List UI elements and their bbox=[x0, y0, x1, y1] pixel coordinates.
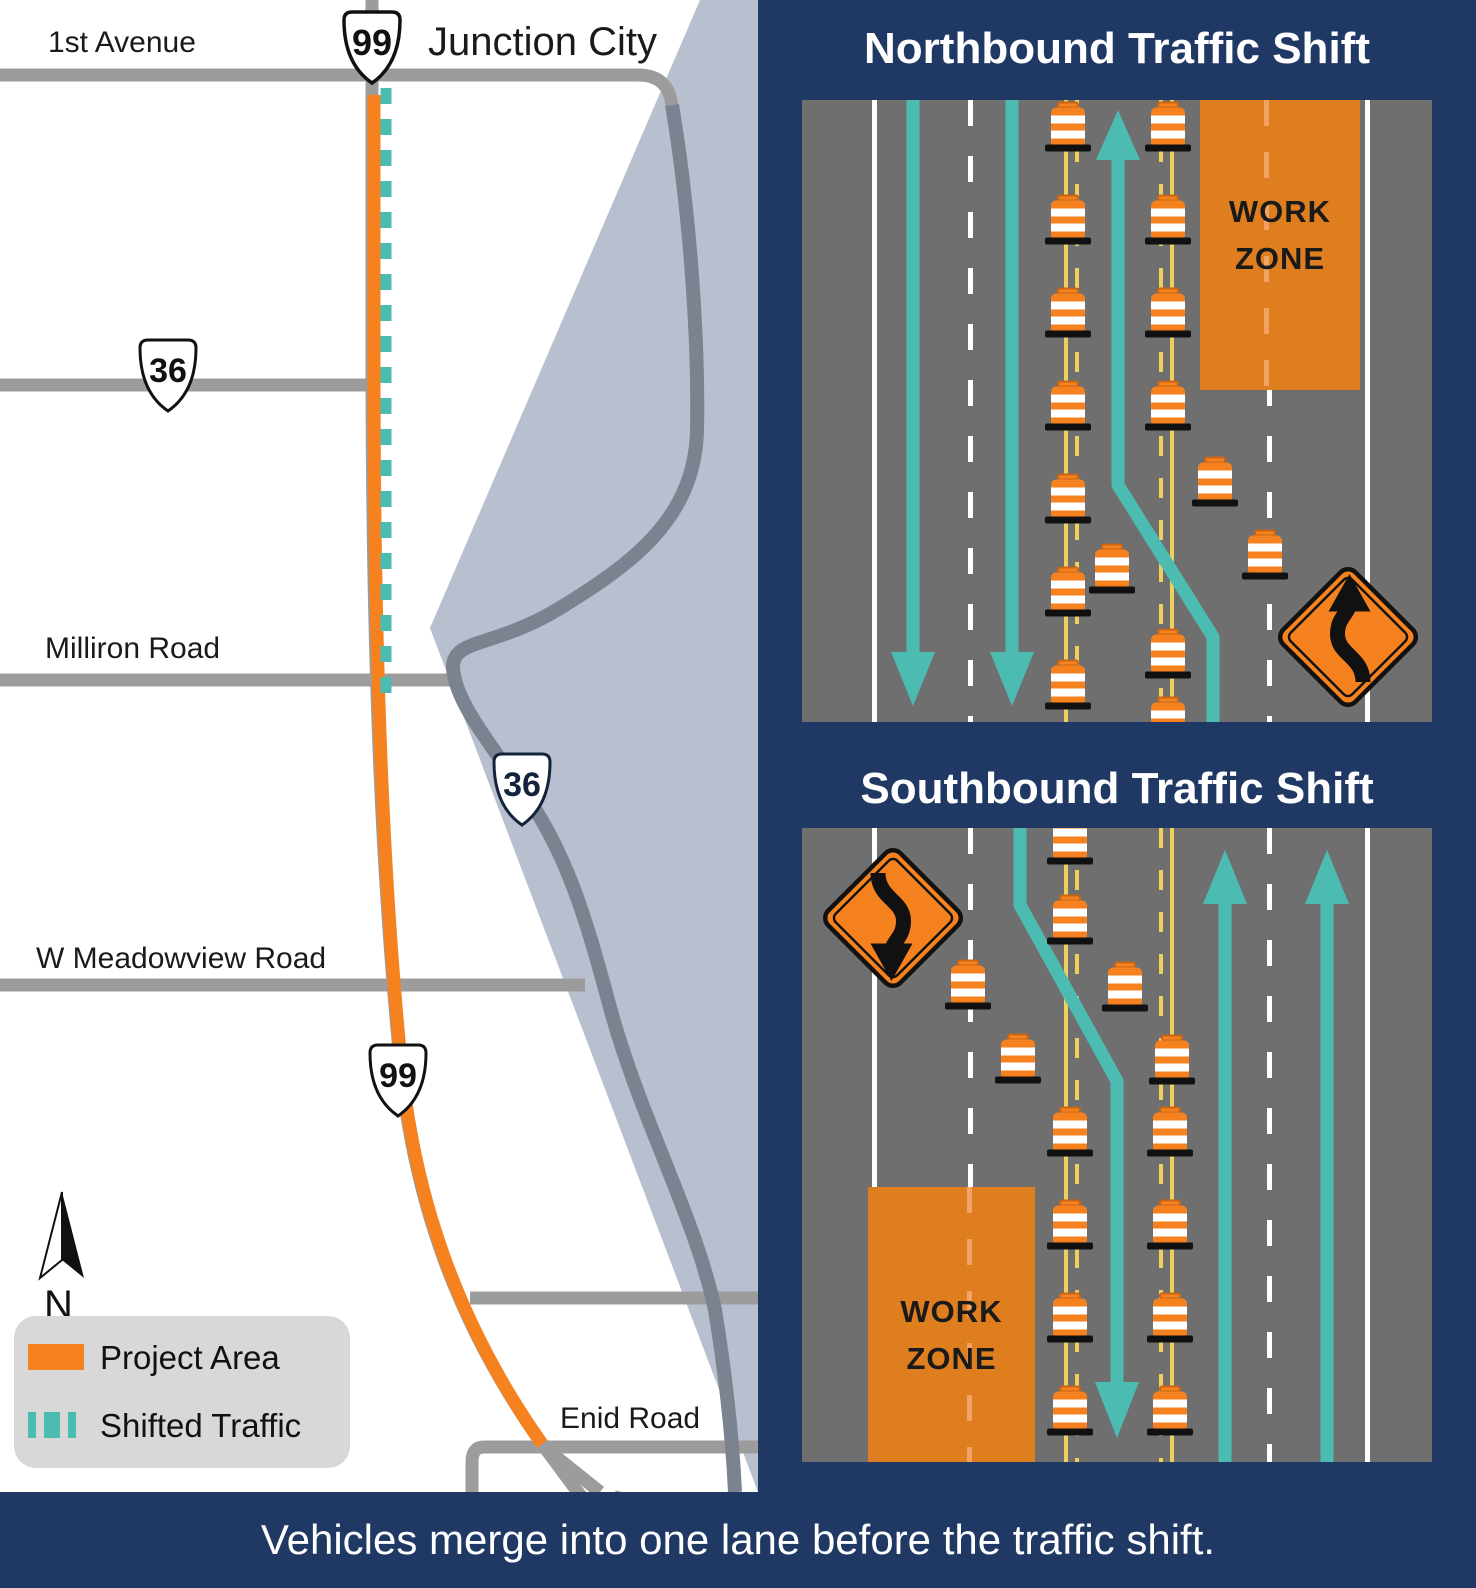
traffic-barrel bbox=[1047, 892, 1093, 945]
traffic-barrel bbox=[1045, 285, 1091, 338]
work-zone-dash-line bbox=[1264, 100, 1269, 390]
work-zone-label-line1: WORK bbox=[900, 1294, 1003, 1329]
traffic-barrel bbox=[1147, 1290, 1193, 1343]
arrowhead-up-icon bbox=[1096, 110, 1140, 160]
edge-line-right bbox=[1365, 828, 1370, 1462]
svg-text:36: 36 bbox=[149, 352, 187, 390]
project-map: 1st Avenue Junction City Milliron Road W… bbox=[0, 0, 758, 1492]
legend-shifted-traffic-swatch bbox=[28, 1412, 76, 1438]
lane-line-dashed-right bbox=[1267, 828, 1272, 1462]
label-milliron-road: Milliron Road bbox=[45, 632, 220, 665]
shield-36-west: 36 bbox=[138, 338, 198, 413]
traffic-barrel bbox=[1047, 1290, 1093, 1343]
arrowhead-up-icon bbox=[1305, 850, 1349, 904]
reverse-curve-sign-icon bbox=[822, 847, 964, 989]
traffic-barrel bbox=[1047, 828, 1093, 865]
road-1st-avenue bbox=[0, 68, 679, 109]
svg-text:99: 99 bbox=[352, 22, 392, 63]
caption-bar: Vehicles merge into one lane before the … bbox=[0, 1492, 1476, 1588]
arrowhead-down-icon bbox=[891, 652, 935, 706]
magnifier-beam bbox=[430, 0, 758, 1492]
lane-line-dashed-left bbox=[968, 828, 973, 1462]
traffic-barrel bbox=[1192, 454, 1238, 507]
edge-line-right bbox=[1365, 100, 1370, 722]
southbound-title: Southbound Traffic Shift bbox=[860, 764, 1374, 813]
traffic-barrel bbox=[1047, 1383, 1093, 1436]
northbound-shift-path bbox=[1111, 158, 1220, 722]
traffic-barrel bbox=[1145, 626, 1191, 679]
traffic-barrel bbox=[1145, 285, 1191, 338]
traffic-barrel bbox=[1045, 100, 1091, 152]
southbound-traffic-arrows bbox=[1013, 828, 1349, 1462]
traffic-barrel bbox=[1145, 100, 1191, 152]
northbound-work-zone: WORK ZONE bbox=[1200, 100, 1360, 390]
traffic-barrel bbox=[1047, 1197, 1093, 1250]
shield-36-east: 36 bbox=[492, 752, 552, 827]
work-zone-label-line2: ZONE bbox=[1234, 241, 1326, 276]
label-enid-road: Enid Road bbox=[560, 1402, 700, 1435]
traffic-barrel bbox=[1145, 378, 1191, 431]
traffic-barrel bbox=[1045, 192, 1091, 245]
edge-line-left bbox=[872, 100, 877, 722]
traffic-barrel bbox=[1145, 694, 1191, 722]
label-junction-city: Junction City bbox=[428, 20, 657, 64]
traffic-barrel bbox=[1149, 1032, 1195, 1085]
work-zone-dash-line bbox=[967, 1187, 972, 1462]
reverse-curve-sign-icon bbox=[1277, 566, 1419, 708]
traffic-barrel bbox=[1047, 1104, 1093, 1157]
lane-line-dashed-right bbox=[1267, 100, 1272, 722]
route-shields: 99 36 36 99 bbox=[138, 10, 552, 1118]
lane-line-dashed-left bbox=[968, 100, 973, 722]
traffic-barrel bbox=[1045, 471, 1091, 524]
traffic-barrel bbox=[995, 1031, 1041, 1084]
traffic-barrel bbox=[1045, 564, 1091, 617]
traffic-barrel bbox=[945, 957, 991, 1010]
arrowhead-down-icon bbox=[1095, 1382, 1139, 1438]
southbound-shift-path bbox=[1013, 828, 1124, 1386]
traffic-barrel bbox=[1242, 527, 1288, 580]
northbound-road-diagram: WORK ZONE bbox=[802, 100, 1432, 722]
caption-text: Vehicles merge into one lane before the … bbox=[260, 1516, 1216, 1563]
southbound-road-diagram: WORK ZONE bbox=[802, 828, 1432, 1462]
arrowhead-up-icon bbox=[1203, 850, 1247, 904]
legend-box bbox=[14, 1316, 350, 1468]
svg-text:99: 99 bbox=[379, 1057, 417, 1095]
label-meadowview-road: W Meadowview Road bbox=[36, 942, 326, 975]
svg-text:36: 36 bbox=[503, 766, 541, 804]
traffic-barrel bbox=[1147, 1104, 1193, 1157]
traffic-barrel bbox=[1102, 959, 1148, 1012]
traffic-barrel bbox=[1089, 541, 1135, 594]
map-legend: Project Area Shifted Traffic bbox=[14, 1316, 350, 1468]
shield-99-south: 99 bbox=[368, 1043, 428, 1118]
edge-line-left bbox=[872, 828, 877, 1462]
traffic-barrel bbox=[1147, 1197, 1193, 1250]
work-zone-label-line2: ZONE bbox=[906, 1341, 997, 1376]
road-enid bbox=[465, 1440, 758, 1492]
arrowhead-down-icon bbox=[990, 652, 1034, 706]
project-area-line bbox=[367, 95, 548, 1448]
northbound-traffic-arrows bbox=[891, 100, 1220, 722]
shield-99-north: 99 bbox=[342, 10, 402, 86]
traffic-barrel bbox=[1045, 657, 1091, 710]
traffic-barrel bbox=[1145, 192, 1191, 245]
northbound-title: Northbound Traffic Shift bbox=[864, 24, 1370, 73]
road-99-tail bbox=[540, 1442, 605, 1492]
legend-project-area-swatch bbox=[28, 1344, 84, 1370]
southbound-work-zone: WORK ZONE bbox=[868, 1187, 1035, 1462]
traffic-barrel bbox=[1045, 378, 1091, 431]
traffic-barrel bbox=[1147, 1383, 1193, 1436]
legend-project-area-label: Project Area bbox=[100, 1339, 280, 1376]
legend-shifted-traffic-label: Shifted Traffic bbox=[100, 1407, 301, 1444]
road-36-east-curve bbox=[446, 103, 742, 1492]
label-1st-avenue: 1st Avenue bbox=[48, 26, 196, 59]
work-zone-label-line1: WORK bbox=[1228, 194, 1332, 229]
